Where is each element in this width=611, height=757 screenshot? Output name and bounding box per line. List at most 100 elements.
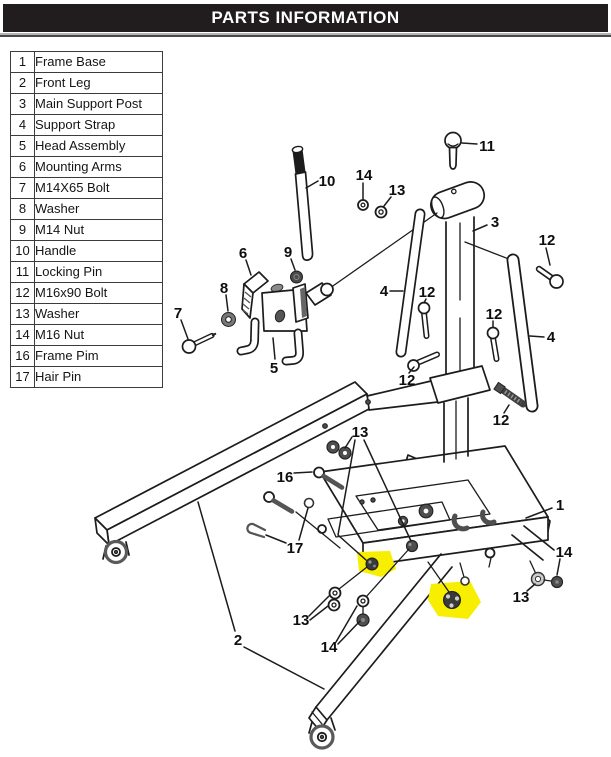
- callout-leader-line: [525, 507, 553, 519]
- bolt-m16x90-2: [486, 326, 500, 362]
- callout-label-6: 6: [239, 245, 247, 262]
- part-name: Hair Pin: [34, 366, 163, 388]
- callout-label-14: 14: [556, 544, 573, 561]
- callout-leader-line: [272, 337, 276, 360]
- callout-label-11: 11: [479, 138, 495, 155]
- bolt-m16x90-1: [417, 301, 431, 339]
- callout-label-13: 13: [352, 424, 369, 441]
- part-name: Main Support Post: [34, 93, 163, 115]
- callout-leader-line: [245, 259, 252, 276]
- head-assembly-drawing: [181, 270, 334, 366]
- m14-nut: [290, 270, 303, 284]
- part-number: 11: [10, 261, 35, 283]
- callout-label-12: 12: [493, 412, 510, 429]
- callout-label-16: 16: [277, 469, 294, 486]
- callout-label-5: 5: [270, 360, 278, 377]
- callout-label-7: 7: [174, 305, 182, 322]
- part-name: Front Leg: [34, 72, 163, 94]
- callout-leader-line: [556, 558, 561, 576]
- washer-14-top: [357, 199, 369, 211]
- callout-label-1: 1: [556, 497, 564, 514]
- header-divider: [0, 35, 611, 37]
- callout-leader-line: [363, 439, 412, 542]
- callout-leader-line: [197, 501, 236, 632]
- caster-wheel-left: [102, 539, 130, 565]
- callout-leader-line: [309, 605, 329, 621]
- hair-pins: [246, 497, 315, 539]
- callout-leader-line: [503, 404, 510, 414]
- callout-leader-line: [290, 258, 296, 271]
- callout-leader-line: [225, 294, 229, 312]
- callout-leader-line: [423, 298, 427, 304]
- callout-leader-line: [308, 595, 330, 617]
- callout-leader-line: [472, 224, 488, 232]
- callout-leader-line: [526, 583, 536, 592]
- callout-label-12: 12: [486, 306, 503, 323]
- frame-base-drawing: [94, 380, 555, 750]
- bolt-head-highlighted: [365, 557, 379, 571]
- callout-leader-line: [337, 620, 361, 645]
- caster-wheel-front: [308, 717, 336, 750]
- callout-leader-line: [265, 534, 287, 544]
- page-title: PARTS INFORMATION: [211, 8, 400, 27]
- bolt-m16x90-5: [535, 265, 564, 289]
- callout-label-14: 14: [356, 167, 373, 184]
- callout-label-2: 2: [234, 632, 242, 649]
- part-name: M14X65 Bolt: [34, 177, 163, 199]
- header-bar: PARTS INFORMATION: [3, 4, 608, 32]
- callout-leader-line: [298, 507, 309, 541]
- part-name: M16 Nut: [34, 324, 163, 346]
- part-name: Frame Base: [34, 51, 163, 73]
- callout-leader-line: [545, 247, 551, 266]
- callout-label-3: 3: [491, 214, 499, 231]
- bolt-m16x90-3: [407, 351, 440, 372]
- callout-label-13: 13: [389, 182, 406, 199]
- callout-label-12: 12: [399, 372, 416, 389]
- callout-label-10: 10: [319, 173, 336, 190]
- support-strap-right: [506, 253, 539, 413]
- main-support-post-drawing: [329, 181, 520, 463]
- callout-label-13: 13: [293, 612, 310, 629]
- callout-label-4: 4: [380, 283, 389, 300]
- bolt-m14x65: [181, 332, 217, 354]
- callout-label-4: 4: [547, 329, 556, 346]
- callout-leader-line: [337, 439, 367, 561]
- callout-leader-line: [383, 196, 392, 207]
- part-name: M16x90 Bolt: [34, 282, 163, 304]
- handle-drawing: [291, 145, 314, 261]
- callout-label-13: 13: [513, 589, 530, 606]
- leg-fastener-stacks: [327, 547, 564, 627]
- callout-leader-line: [335, 605, 358, 643]
- callout-label-8: 8: [220, 280, 228, 297]
- post-sleeve: [430, 181, 486, 220]
- locking-pin-drawing: [444, 131, 462, 170]
- support-strap-left: [395, 208, 426, 358]
- washer-13-top: [374, 205, 388, 219]
- callout-leader-line: [529, 335, 545, 338]
- callout-leader-line: [293, 471, 313, 474]
- callout-label-9: 9: [284, 244, 292, 261]
- callout-leader-line: [461, 142, 478, 145]
- callout-label-14: 14: [321, 639, 338, 656]
- callout-leader-line: [408, 366, 415, 374]
- callout-leader-line: [305, 180, 319, 189]
- callout-label-12: 12: [539, 232, 556, 249]
- bolt-m16x90-4-threaded: [493, 381, 527, 408]
- callout-leader-line: [344, 436, 353, 449]
- part-name: Washer: [34, 303, 163, 325]
- part-number: 16: [10, 345, 35, 367]
